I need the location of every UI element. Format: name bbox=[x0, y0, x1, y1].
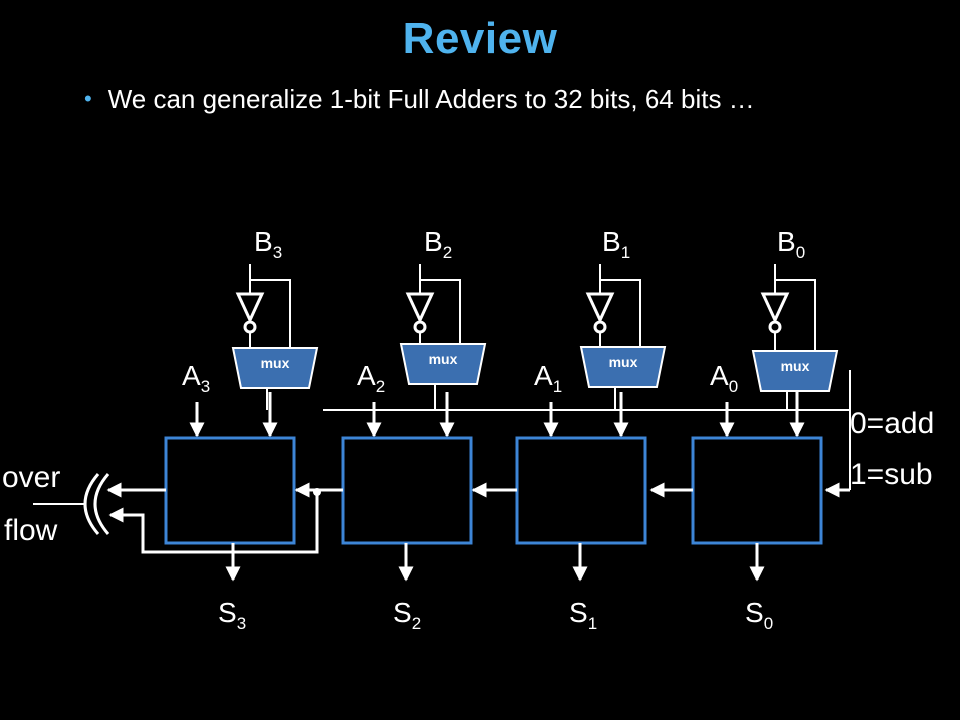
inverter-b3 bbox=[235, 292, 265, 324]
b2-label: B2 bbox=[424, 226, 452, 262]
mux-label-0: mux bbox=[781, 358, 810, 374]
full-adder-0 bbox=[691, 436, 823, 545]
slide-title: Review bbox=[402, 14, 558, 63]
overflow-label-line1: over bbox=[2, 461, 60, 494]
s1-label: S1 bbox=[569, 597, 597, 633]
xor-gate bbox=[83, 473, 110, 535]
inverter-b0 bbox=[760, 292, 790, 324]
b2-wire bbox=[419, 264, 461, 346]
inverter-b1 bbox=[585, 292, 615, 324]
s2-label: S2 bbox=[393, 597, 421, 633]
b1-label: B1 bbox=[602, 226, 630, 262]
mux-0 bbox=[751, 350, 839, 392]
mux-3 bbox=[231, 347, 319, 389]
full-adder-1 bbox=[515, 436, 647, 545]
carry-in-3-wire[interactable] bbox=[108, 492, 319, 554]
mux-1 bbox=[579, 346, 667, 388]
overflow-label-line2: flow bbox=[4, 514, 58, 547]
a2-label: A2 bbox=[357, 360, 385, 396]
full-adder-2 bbox=[341, 436, 473, 545]
mux-2 bbox=[399, 343, 487, 385]
control-sub-label: 1=sub bbox=[850, 458, 933, 491]
inverter-bubble-b1 bbox=[593, 320, 607, 334]
s0-label: S0 bbox=[745, 597, 773, 633]
a1-label: A1 bbox=[534, 360, 562, 396]
inverter-bubble-b2 bbox=[413, 320, 427, 334]
mux-label-3: mux bbox=[261, 355, 290, 371]
b3-label: B3 bbox=[254, 226, 282, 262]
a0-label: A0 bbox=[710, 360, 738, 396]
bullet-text: We can generalize 1-bit Full Adders to 3… bbox=[107, 84, 755, 114]
a3-label: A3 bbox=[182, 360, 210, 396]
mux-label-1: mux bbox=[609, 354, 638, 370]
inverter-bubble-b3 bbox=[243, 320, 257, 334]
inverter-bubble-b0 bbox=[768, 320, 782, 334]
bullet-dot: • bbox=[84, 86, 92, 111]
full-adder-3 bbox=[164, 436, 296, 545]
mux-label-2: mux bbox=[429, 351, 458, 367]
s3-label: S3 bbox=[218, 597, 246, 633]
b1-wire bbox=[599, 264, 641, 349]
b0-wire bbox=[774, 264, 816, 353]
bit-slice-0: mux bbox=[691, 264, 839, 582]
b3-wire bbox=[249, 264, 291, 350]
bit-slice-1: mux bbox=[515, 264, 667, 582]
bit-slice-3: mux bbox=[164, 264, 319, 582]
b0-label: B0 bbox=[777, 226, 805, 262]
control-add-label: 0=add bbox=[850, 407, 934, 440]
bit-slice-2: mux bbox=[341, 264, 487, 582]
bullet-item: • We can generalize 1-bit Full Adders to … bbox=[84, 84, 755, 115]
inverter-b2 bbox=[405, 292, 435, 324]
